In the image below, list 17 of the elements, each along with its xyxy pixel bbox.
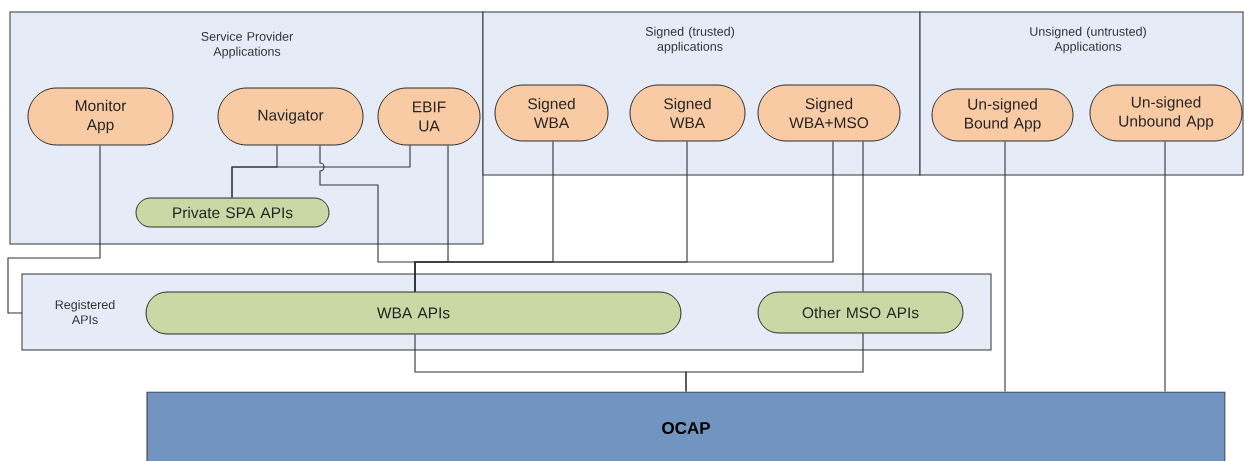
app-box: Navigator xyxy=(217,87,364,146)
app-box: EBIF UA xyxy=(377,87,481,146)
connector-line xyxy=(862,140,864,293)
connector-line xyxy=(1004,140,1006,393)
api-box: Other MSO APIs xyxy=(757,291,964,334)
app-box: Signed WBA+MSO xyxy=(757,84,901,142)
connector-line xyxy=(231,144,411,199)
connector-line xyxy=(685,332,864,393)
app-box: Monitor App xyxy=(27,87,174,146)
api-box: Private SPA APIs xyxy=(135,197,330,228)
connector-line xyxy=(7,144,101,314)
connector-line xyxy=(1164,140,1166,393)
app-box: Un-signed Bound App xyxy=(931,88,1074,142)
platform-bar: OCAP xyxy=(146,391,1226,461)
app-box: Un-signed Unbound App xyxy=(1089,84,1243,142)
api-box: WBA APIs xyxy=(145,291,682,335)
connector-line xyxy=(414,140,834,293)
